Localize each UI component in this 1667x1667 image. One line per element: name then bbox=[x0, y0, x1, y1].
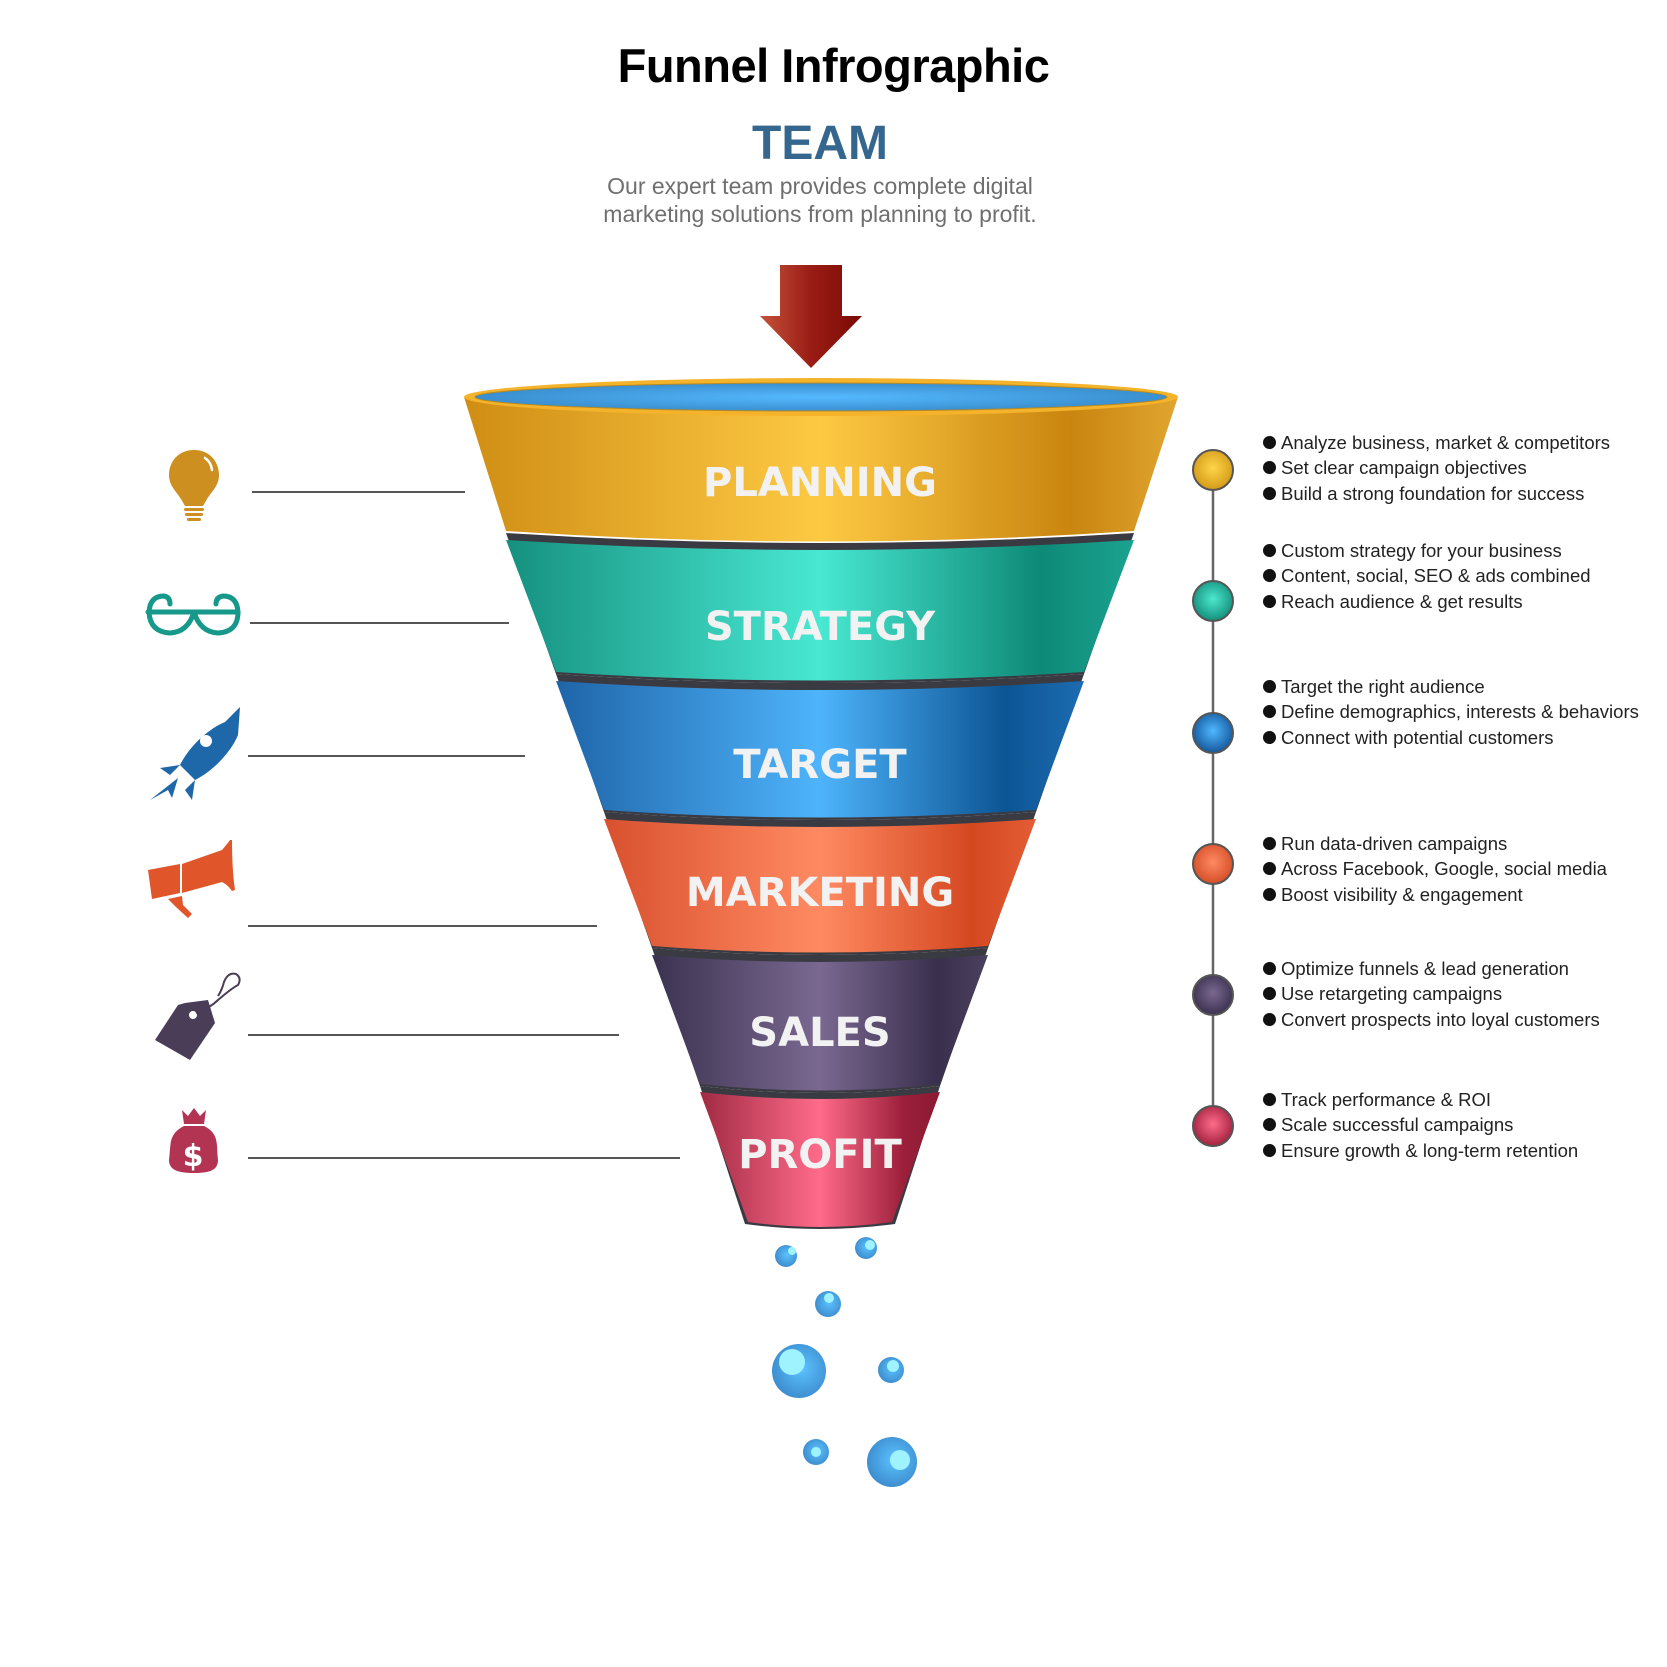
funnel-label-target: TARGET bbox=[733, 742, 907, 788]
stage-bullets-planning: Analyze business, market & competitors S… bbox=[1263, 430, 1610, 506]
bullet-item: Convert prospects into loyal customers bbox=[1263, 1007, 1600, 1032]
stage-bullets-target: Target the right audience Define demogra… bbox=[1263, 674, 1639, 750]
bullet-item: Use retargeting campaigns bbox=[1263, 981, 1600, 1006]
down-arrow-icon bbox=[760, 265, 862, 368]
timeline-dot-strategy bbox=[1192, 580, 1234, 622]
water-bubbles bbox=[772, 1237, 917, 1487]
bullet-item: Run data-driven campaigns bbox=[1263, 831, 1607, 856]
bullet-item: Analyze business, market & competitors bbox=[1263, 430, 1610, 455]
timeline-dot-sales bbox=[1192, 974, 1234, 1016]
team-description: Our expert team provides complete digita… bbox=[603, 173, 1037, 227]
rocket-icon bbox=[150, 707, 240, 800]
funnel-stage-planning[interactable]: PLANNING bbox=[464, 378, 1178, 542]
funnel-label-marketing: MARKETING bbox=[686, 870, 954, 916]
bubble bbox=[803, 1439, 829, 1465]
bubble bbox=[815, 1291, 841, 1317]
timeline-dot-target bbox=[1192, 712, 1234, 754]
timeline-dot-profit bbox=[1192, 1105, 1234, 1147]
bubble bbox=[878, 1357, 904, 1383]
stage-bullets-strategy: Custom strategy for your business Conten… bbox=[1263, 538, 1591, 614]
stage-bullets-profit: Track performance & ROI Scale successful… bbox=[1263, 1087, 1578, 1163]
funnel-label-planning: PLANNING bbox=[703, 460, 937, 506]
bullet-item: Ensure growth & long-term retention bbox=[1263, 1138, 1578, 1163]
svg-text:$: $ bbox=[183, 1139, 204, 1174]
funnel-stage-marketing[interactable]: MARKETING bbox=[604, 812, 1036, 955]
bubble bbox=[867, 1437, 917, 1487]
glasses-icon bbox=[145, 593, 241, 636]
lightbulb-icon bbox=[169, 450, 219, 521]
timeline-dot-planning bbox=[1192, 449, 1234, 491]
bubble bbox=[855, 1237, 877, 1259]
bubble bbox=[772, 1344, 826, 1398]
bullet-item: Build a strong foundation for success bbox=[1263, 481, 1610, 506]
money-bag-icon: $ bbox=[169, 1108, 218, 1174]
bullet-item: Connect with potential customers bbox=[1263, 725, 1639, 750]
funnel-stage-target[interactable]: TARGET bbox=[556, 674, 1084, 820]
stage-bullets-marketing: Run data-driven campaigns Across Faceboo… bbox=[1263, 831, 1607, 907]
bullet-item: Boost visibility & engagement bbox=[1263, 882, 1607, 907]
bullet-item: Set clear campaign objectives bbox=[1263, 455, 1610, 480]
bullet-item: Scale successful campaigns bbox=[1263, 1112, 1578, 1137]
bullet-item: Track performance & ROI bbox=[1263, 1087, 1578, 1112]
bullet-item: Custom strategy for your business bbox=[1263, 538, 1591, 563]
funnel-label-strategy: STRATEGY bbox=[705, 604, 936, 650]
funnel-label-sales: SALES bbox=[749, 1010, 890, 1056]
bullet-item: Target the right audience bbox=[1263, 674, 1639, 699]
bullet-item: Content, social, SEO & ads combined bbox=[1263, 563, 1591, 588]
connector-lines bbox=[248, 491, 680, 1159]
stage-bullets-sales: Optimize funnels & lead generation Use r… bbox=[1263, 956, 1600, 1032]
bullet-item: Optimize funnels & lead generation bbox=[1263, 956, 1600, 981]
bubble bbox=[775, 1245, 797, 1267]
timeline-dot-marketing bbox=[1192, 843, 1234, 885]
bullet-item: Across Facebook, Google, social media bbox=[1263, 856, 1607, 881]
page-title: Funnel Infrographic bbox=[617, 39, 1050, 92]
bullet-item: Reach audience & get results bbox=[1263, 589, 1591, 614]
bullet-item: Define demographics, interests & behavio… bbox=[1263, 699, 1639, 724]
megaphone-icon bbox=[148, 840, 235, 918]
funnel-stage-profit[interactable]: PROFIT bbox=[700, 1086, 940, 1229]
price-tag-icon bbox=[155, 972, 241, 1060]
funnel-stage-sales[interactable]: SALES bbox=[652, 948, 988, 1093]
funnel-stage-strategy[interactable]: STRATEGY bbox=[506, 533, 1134, 683]
funnel-label-profit: PROFIT bbox=[738, 1132, 902, 1178]
team-heading: TEAM bbox=[752, 117, 888, 170]
